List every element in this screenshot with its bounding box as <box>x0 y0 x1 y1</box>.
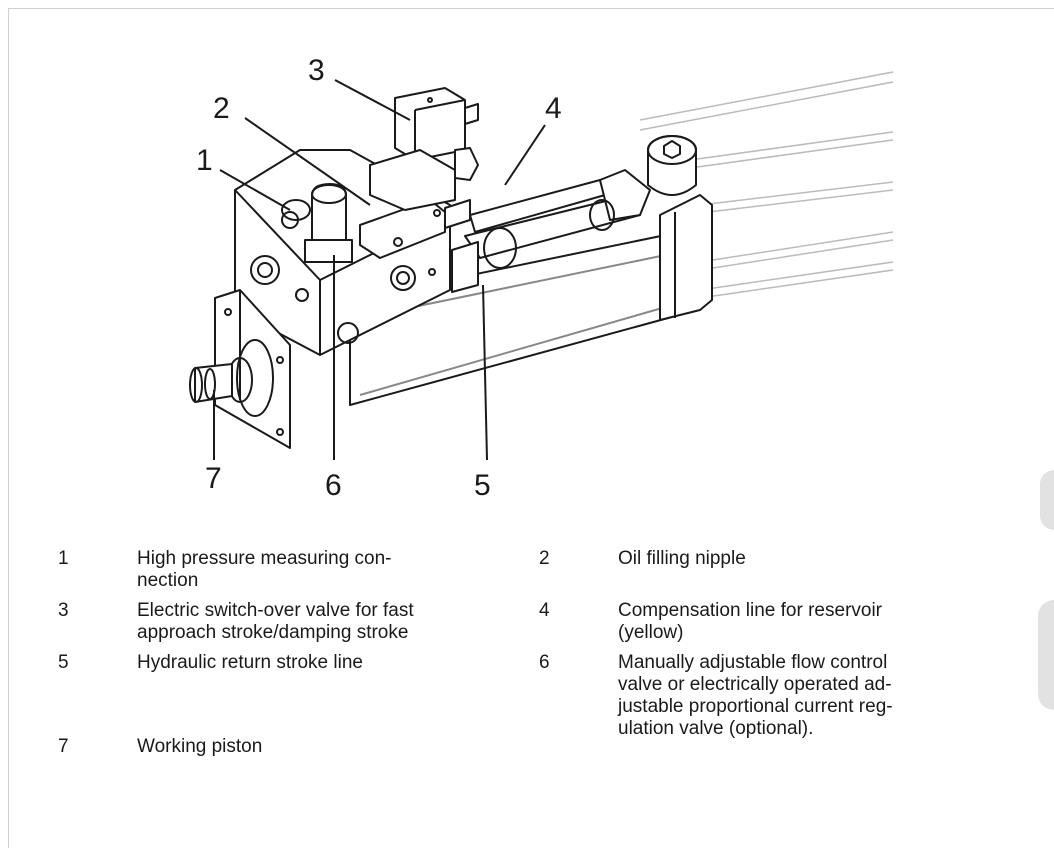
legend-number: 4 <box>539 600 550 621</box>
leader-lines <box>213 79 546 461</box>
callout-7: 7 <box>205 462 222 495</box>
legend-text: Hydraulic return stroke line <box>137 652 363 673</box>
legend-number: 7 <box>58 736 69 757</box>
legend-number: 1 <box>58 548 69 569</box>
legend-number: 3 <box>58 600 69 621</box>
hex-cap <box>647 135 697 196</box>
legend-number: 6 <box>539 652 550 673</box>
end-cap-right <box>659 194 713 321</box>
callout-2: 2 <box>213 92 230 125</box>
legend-number: 2 <box>539 548 550 569</box>
legend-number: 5 <box>58 652 69 673</box>
guide-rods <box>639 71 894 299</box>
solenoid-valve <box>369 87 479 211</box>
side-mark-top <box>1040 470 1054 530</box>
page-frame <box>8 8 1054 848</box>
return-line-fitting <box>451 241 479 293</box>
legend-text: Working piston <box>137 736 263 757</box>
compensation-line <box>464 169 651 269</box>
legend-text: Manually adjustable flow control valve o… <box>618 652 893 739</box>
working-piston <box>189 339 274 417</box>
callout-5: 5 <box>474 469 491 502</box>
legend-text: Electric switch-over valve for fast appr… <box>137 600 414 643</box>
measuring-connection <box>281 199 311 221</box>
callout-4: 4 <box>545 92 562 125</box>
flow-control-valve <box>304 183 353 263</box>
legend-text: High pressure measuring con- nection <box>137 548 392 591</box>
callout-3: 3 <box>308 54 325 87</box>
callout-1: 1 <box>196 144 213 177</box>
cylinder-illustration: 1 2 3 4 5 6 7 <box>189 54 894 502</box>
side-mark-bottom <box>1038 600 1054 710</box>
callout-6: 6 <box>325 469 342 502</box>
legend-text: Compensation line for reservoir (yellow) <box>618 600 883 643</box>
legend-text: Oil filling nipple <box>618 548 746 569</box>
